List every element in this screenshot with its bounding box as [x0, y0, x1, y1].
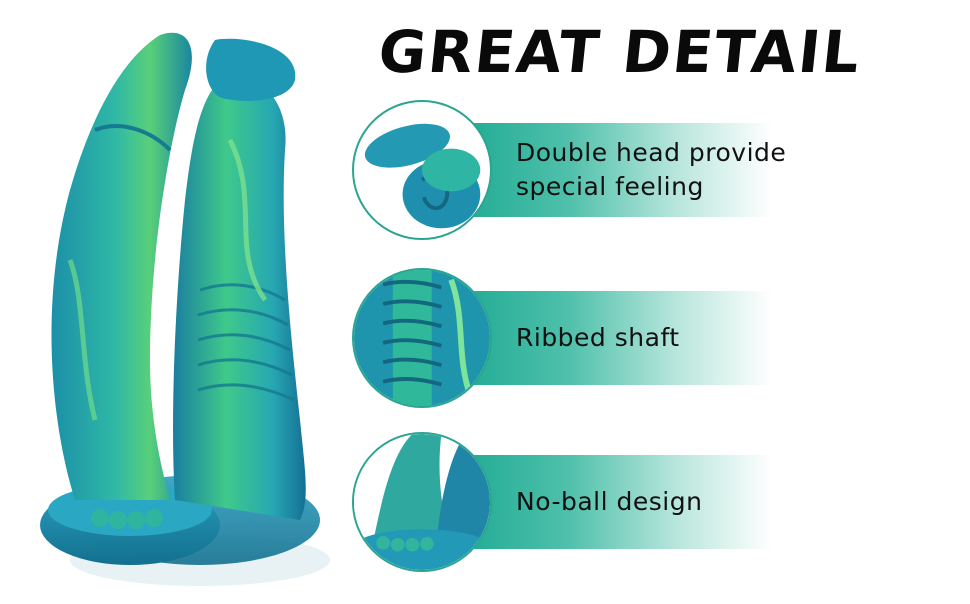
feature-ribbed-shaft: Ribbed shaft [352, 268, 772, 408]
page-title: GREAT DETAIL [375, 18, 865, 86]
feature-double-head: Double head provide special feeling [352, 100, 786, 240]
feature-label: Double head provide special feeling [516, 138, 787, 201]
feature-label: Ribbed shaft [516, 323, 680, 352]
feature-no-ball: No-ball design [352, 432, 772, 572]
no-ball-base-closeup-icon [352, 432, 492, 572]
ribbed-shaft-closeup-icon [352, 268, 492, 408]
feature-label: No-ball design [516, 487, 703, 516]
product-image [0, 0, 330, 600]
double-head-closeup-icon [352, 100, 492, 240]
